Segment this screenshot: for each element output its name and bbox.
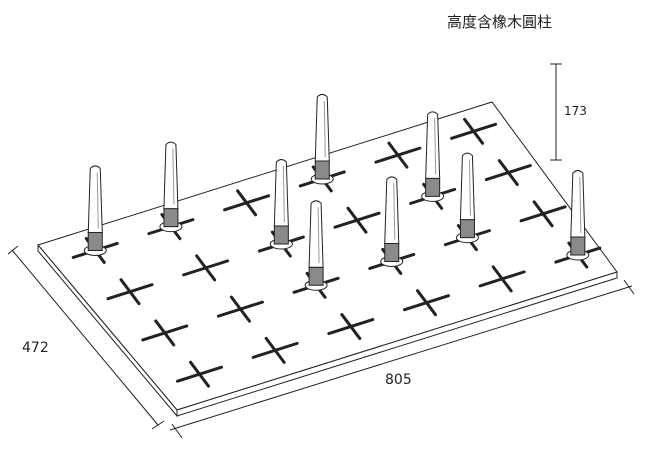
board-side-front (176, 271, 618, 417)
oak-peg (421, 111, 445, 202)
cross (374, 141, 422, 169)
pegs (83, 93, 590, 291)
length-label: 805 (385, 372, 412, 388)
cross (176, 360, 224, 388)
oak-peg (83, 165, 107, 256)
width-label: 472 (22, 340, 49, 356)
cross (484, 159, 532, 187)
dimension-lines (7, 63, 635, 439)
cross (403, 289, 451, 317)
cross (478, 265, 526, 293)
oak-peg (304, 200, 328, 291)
cross (216, 295, 264, 323)
cross (333, 206, 381, 234)
cross (450, 117, 498, 145)
length-dim-line (169, 285, 633, 431)
cross (327, 313, 375, 341)
cross (141, 319, 189, 347)
oak-peg (310, 93, 334, 185)
cross (251, 336, 299, 364)
cross (223, 189, 271, 217)
oak-peg (380, 176, 404, 267)
cross (182, 254, 230, 282)
oak-peg (159, 141, 183, 233)
oak-peg (269, 159, 293, 250)
diagram-title: 高度含橡木圓柱 (447, 13, 553, 31)
height-label: 173 (564, 104, 587, 118)
oak-peg (566, 170, 590, 261)
cross (106, 278, 154, 306)
oak-peg (455, 152, 479, 244)
width-dim-line (11, 249, 159, 426)
cross (519, 200, 567, 228)
